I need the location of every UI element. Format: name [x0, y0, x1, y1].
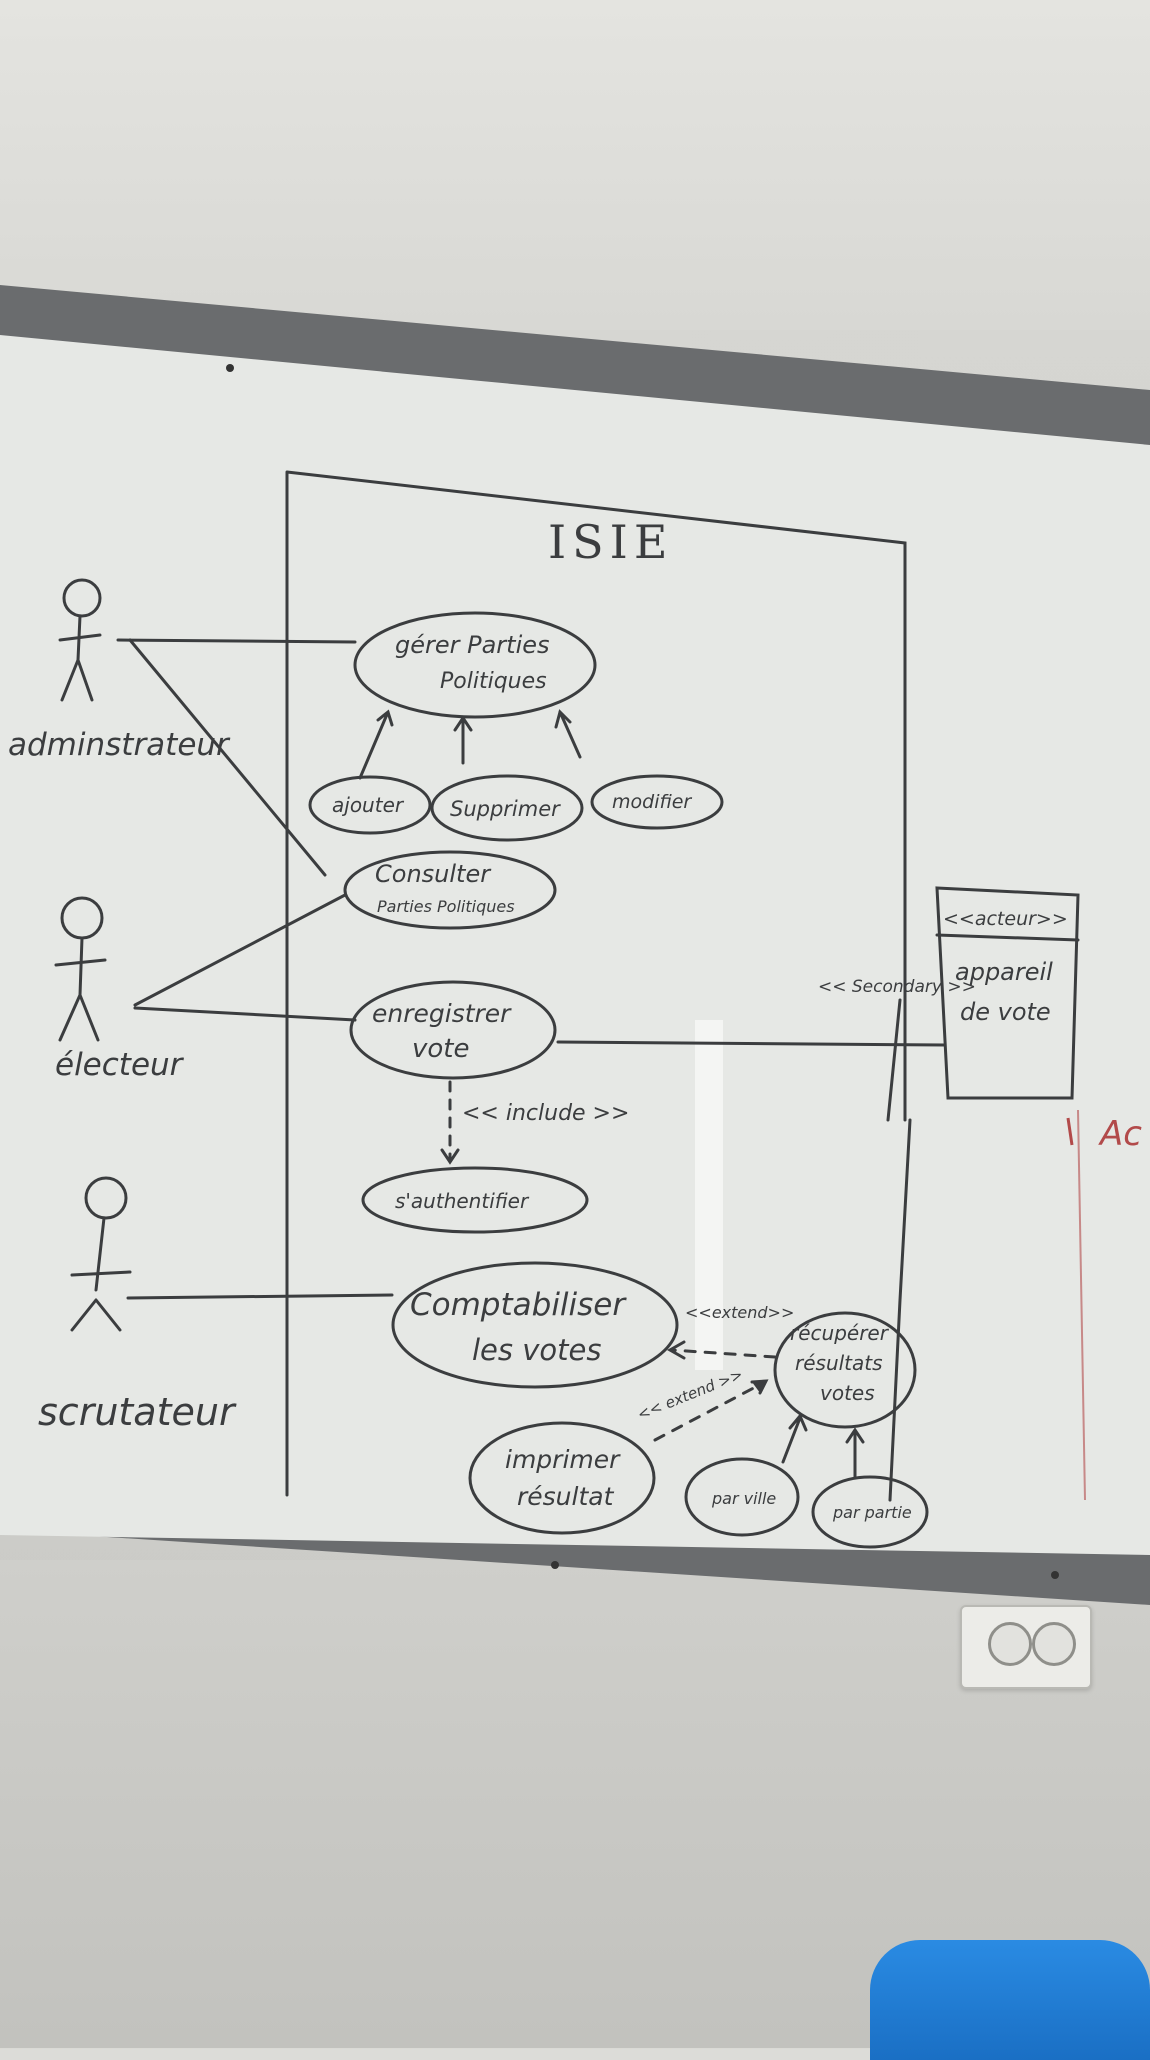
actor-administrateur-figure — [58, 578, 102, 702]
uc-imprimer-label-1: imprimer — [505, 1445, 621, 1474]
uc-supprimer-ellipse — [430, 774, 584, 842]
uc-comptabiliser-label-2: les votes — [472, 1333, 601, 1367]
uc-recuperer-ellipse — [773, 1311, 917, 1429]
uc-modifier-ellipse — [590, 774, 724, 830]
uc-ajouter-ellipse — [308, 775, 432, 835]
uc-authentifier-ellipse — [361, 1166, 589, 1234]
actor-electeur-label: électeur — [55, 1047, 185, 1083]
uc-ajouter-label: ajouter — [332, 793, 405, 817]
uc-par-ville-ellipse — [684, 1457, 800, 1537]
uc-par-ville-label: par ville — [711, 1489, 776, 1508]
device-actor-label-1: appareil — [955, 958, 1053, 986]
uc-consulter-ellipse — [343, 850, 557, 930]
uc-recuperer-label-1: récupérer — [790, 1321, 890, 1345]
uc-consulter-label-2: Parties Politiques — [377, 897, 515, 916]
actor-administrateur-label: adminstrateur — [8, 727, 231, 763]
light-reflection — [695, 1020, 723, 1370]
uc-enregistrer-ellipse — [349, 980, 557, 1080]
device-actor-label-2: de vote — [960, 998, 1051, 1026]
uc-par-partie-ellipse — [811, 1475, 929, 1549]
assoc-scrutateur-comptabiliser — [126, 1293, 394, 1300]
assoc-admin-gerer — [116, 638, 357, 644]
uc-recuperer-label-3: votes — [820, 1381, 875, 1405]
socket-hole-icon — [1032, 1622, 1076, 1666]
actor-electeur-figure — [54, 896, 107, 1042]
blue-bottle-cap — [870, 1940, 1150, 2060]
actor-scrutateur-label: scrutateur — [38, 1390, 237, 1434]
uc-enregistrer-label-1: enregistrer — [372, 999, 512, 1028]
uc-comptabiliser-ellipse — [391, 1261, 679, 1389]
extend-stereotype-label-1: <<extend>> — [685, 1303, 794, 1322]
include-stereotype-label: << include >> — [462, 1101, 629, 1126]
uc-comptabiliser-label-1: Comptabiliser — [410, 1287, 627, 1323]
side-note-label: Ac — [1098, 1114, 1142, 1154]
device-actor-stereotype: <<acteur>> — [943, 908, 1068, 930]
uc-imprimer-ellipse — [468, 1421, 656, 1535]
uc-enregistrer-label-2: vote — [412, 1034, 469, 1064]
assoc-elector-enregistrer — [133, 1006, 357, 1022]
assoc-enregistrer-device — [556, 1040, 947, 1047]
extend-arrow-1 — [670, 1348, 777, 1359]
assoc-admin-consulter — [128, 638, 327, 877]
uc-supprimer-label: Supprimer — [450, 797, 561, 821]
actor-scrutateur-figure — [70, 1176, 132, 1332]
extend-arrow-2 — [653, 1380, 767, 1442]
system-title: ISIE — [548, 515, 673, 569]
uc-gerer-ellipse — [353, 611, 597, 719]
assoc-elector-consulter — [133, 893, 347, 1007]
wall-socket — [960, 1605, 1092, 1689]
uc-gerer-label-1: gérer Parties — [395, 631, 550, 659]
uc-authentifier-label: s'authentifier — [395, 1189, 530, 1213]
uc-recuperer-label-2: résultats — [795, 1351, 883, 1375]
uc-imprimer-label-2: résultat — [517, 1482, 615, 1511]
uc-gerer-label-2: Politiques — [440, 669, 547, 694]
uc-modifier-label: modifier — [612, 791, 692, 813]
socket-hole-icon — [988, 1622, 1032, 1666]
uc-consulter-label-1: Consulter — [375, 860, 492, 888]
uc-par-partie-label: par partie — [832, 1503, 912, 1522]
device-actor-box — [935, 886, 1080, 1100]
wall-background — [0, 0, 1150, 330]
device-stereotype-label: << Secondary >> — [818, 977, 976, 997]
